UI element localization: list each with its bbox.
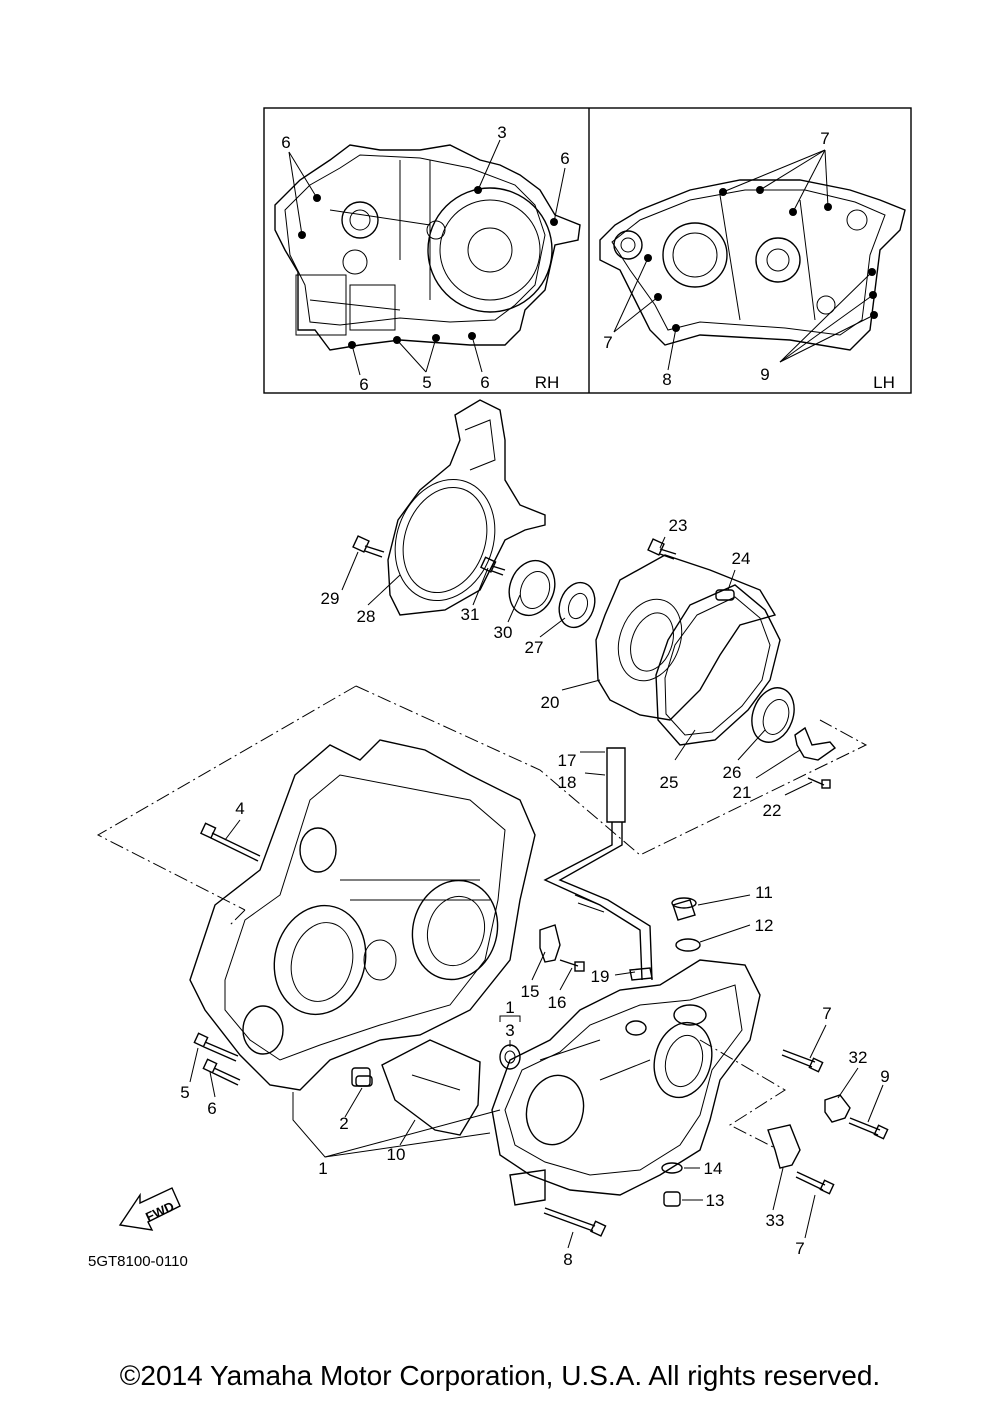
inset-panels: 6 3 6 6 5 6 RH 7 7 8 9 LH <box>263 107 912 394</box>
callout-6-rh-upper: 6 <box>281 133 290 152</box>
callout-26: 26 <box>723 763 742 782</box>
drain-plug-11 <box>671 897 697 921</box>
inset-lh-tag: LH <box>873 373 895 392</box>
plate-15 <box>539 924 561 963</box>
inset-rh-tag: RH <box>535 373 560 392</box>
bracket-32 <box>824 1094 851 1123</box>
assembly-guide-lines <box>96 685 868 1149</box>
callout-9: 9 <box>880 1067 889 1086</box>
bolt-23 <box>647 538 677 560</box>
main-leaders <box>189 536 884 1249</box>
callout-30: 30 <box>494 623 513 642</box>
callout-33: 33 <box>766 1211 785 1230</box>
cover-28 <box>387 399 546 616</box>
callout-28: 28 <box>357 607 376 626</box>
lh-leaders <box>613 149 875 371</box>
callout-31: 31 <box>461 605 480 624</box>
bolt-4 <box>200 822 261 862</box>
callout-20: 20 <box>541 693 560 712</box>
callout-6: 6 <box>207 1099 216 1118</box>
inset-frame <box>263 107 912 394</box>
callout-9-lh: 9 <box>760 365 769 384</box>
bearing-27 <box>558 581 596 629</box>
lh-bolt-holes <box>644 186 878 332</box>
callout-6-rh-bottom-left: 6 <box>359 375 368 394</box>
rh-leaders <box>288 139 566 376</box>
clamp-19 <box>629 967 653 981</box>
callout-7-lh-lower: 7 <box>603 333 612 352</box>
callout-16: 16 <box>548 993 567 1012</box>
bolt-16 <box>559 959 585 972</box>
gasket-25 <box>655 584 781 746</box>
oil-seal-30 <box>508 559 556 617</box>
callout-7-lower: 7 <box>795 1239 804 1258</box>
callout-24: 24 <box>732 549 751 568</box>
callout-1-upper: 1 <box>505 998 514 1017</box>
callout-5: 5 <box>180 1083 189 1102</box>
callout-15: 15 <box>521 982 540 1001</box>
callout-18: 18 <box>558 773 577 792</box>
oil-seal-26 <box>751 687 795 743</box>
o-ring-12 <box>675 938 701 952</box>
callout-23: 23 <box>669 516 688 535</box>
callout-12: 12 <box>755 916 774 935</box>
callout-7-upper: 7 <box>822 1004 831 1023</box>
callout-22: 22 <box>763 801 782 820</box>
main-callouts: 29 28 31 30 27 23 24 20 25 26 21 22 17 1… <box>180 516 889 1269</box>
bolt-31 <box>480 556 506 576</box>
crankcase-cover-20 <box>595 554 777 721</box>
bolt-7-upper <box>781 1049 824 1073</box>
cover-10 <box>381 1039 481 1136</box>
callout-6-rh-right: 6 <box>560 149 569 168</box>
bolt-29 <box>352 535 385 558</box>
callout-3: 3 <box>505 1021 514 1040</box>
callout-5-rh: 5 <box>422 373 431 392</box>
callout-29: 29 <box>321 589 340 608</box>
callout-10: 10 <box>387 1145 406 1164</box>
breather-hose-17-18 <box>543 747 653 981</box>
callout-8-lh: 8 <box>662 370 671 389</box>
callout-13: 13 <box>706 1191 725 1210</box>
copyright-notice: ©2014 Yamaha Motor Corporation, U.S.A. A… <box>119 1360 881 1391</box>
callout-32: 32 <box>849 1048 868 1067</box>
bolts-5-6 <box>193 1032 241 1086</box>
callout-19: 19 <box>591 967 610 986</box>
callout-7-lh-upper: 7 <box>820 129 829 148</box>
bolt-7-lower <box>795 1171 835 1195</box>
callout-11: 11 <box>755 883 773 902</box>
callout-6-rh-bottom-right: 6 <box>480 373 489 392</box>
callout-3-rh: 3 <box>497 123 506 142</box>
plug-13 <box>663 1191 681 1207</box>
washer-14 <box>661 1162 683 1174</box>
screw-22 <box>807 777 831 789</box>
callout-17: 17 <box>558 751 577 770</box>
plate-21 <box>794 726 837 761</box>
fwd-label: FWD <box>143 1198 176 1224</box>
dowel-2 <box>355 1075 373 1087</box>
fwd-arrow-icon: FWD <box>118 1187 181 1231</box>
lh-crankcase-outline <box>599 179 906 351</box>
crankcase-left-half <box>491 959 761 1206</box>
callout-1-lower: 1 <box>318 1159 327 1178</box>
bracket-33 <box>767 1124 801 1169</box>
callout-27: 27 <box>525 638 544 657</box>
callout-2: 2 <box>339 1114 348 1133</box>
bolt-9 <box>848 1117 889 1140</box>
rh-crankcase-outline <box>274 144 581 351</box>
crankcase-right-half <box>189 739 536 1091</box>
bolt-8 <box>543 1207 607 1237</box>
callout-25: 25 <box>660 773 679 792</box>
drawing-code: 5GT8100-0110 <box>88 1253 188 1270</box>
callout-4: 4 <box>235 799 244 818</box>
callout-8: 8 <box>563 1250 572 1269</box>
callout-21: 21 <box>733 783 752 802</box>
callout-14: 14 <box>704 1159 723 1178</box>
